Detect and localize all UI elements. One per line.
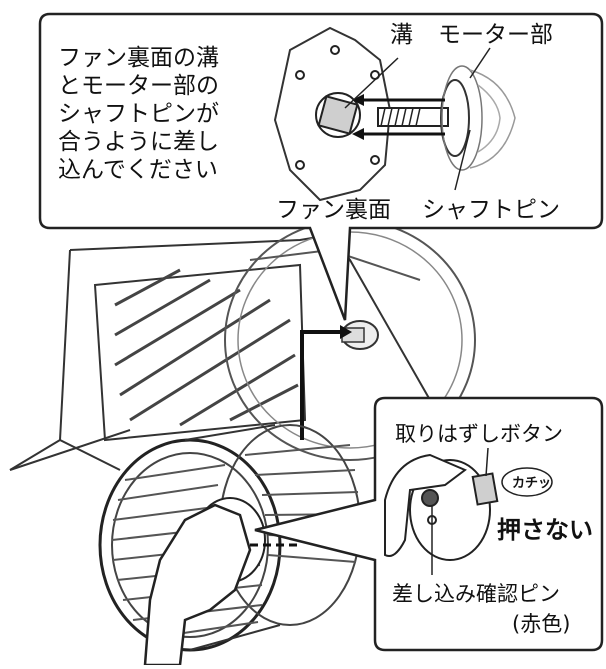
do-not-press-label: 押さない (497, 516, 593, 544)
check-pin-label: 差し込み確認ピン (392, 582, 560, 606)
release-button-label: 取りはずしボタン (395, 422, 563, 446)
zoomed-fan-hub (384, 453, 499, 561)
top-callout-bubble (38, 12, 604, 321)
insertion-path-arrow (300, 330, 345, 440)
groove-label: 溝 (390, 22, 413, 48)
fan-back-label: ファン裏面 (276, 197, 391, 223)
bottom-leader-lines (431, 447, 489, 575)
motor-label: モーター部 (438, 22, 553, 48)
click-sound-bubble (501, 467, 553, 497)
top-leader-lines (344, 47, 491, 191)
housing-slots (114, 268, 299, 427)
instruction-text: ファン裏面の溝 とモーター部の シャフトピンが 合うように差し 込んでください (58, 45, 219, 183)
hand-left (143, 503, 252, 667)
motor-shaft (352, 65, 516, 171)
click-sound-text: カチッ (512, 476, 552, 491)
shaft-pin-label: シャフトピン (422, 197, 560, 223)
check-pin-color-label: (赤色) (512, 612, 571, 636)
